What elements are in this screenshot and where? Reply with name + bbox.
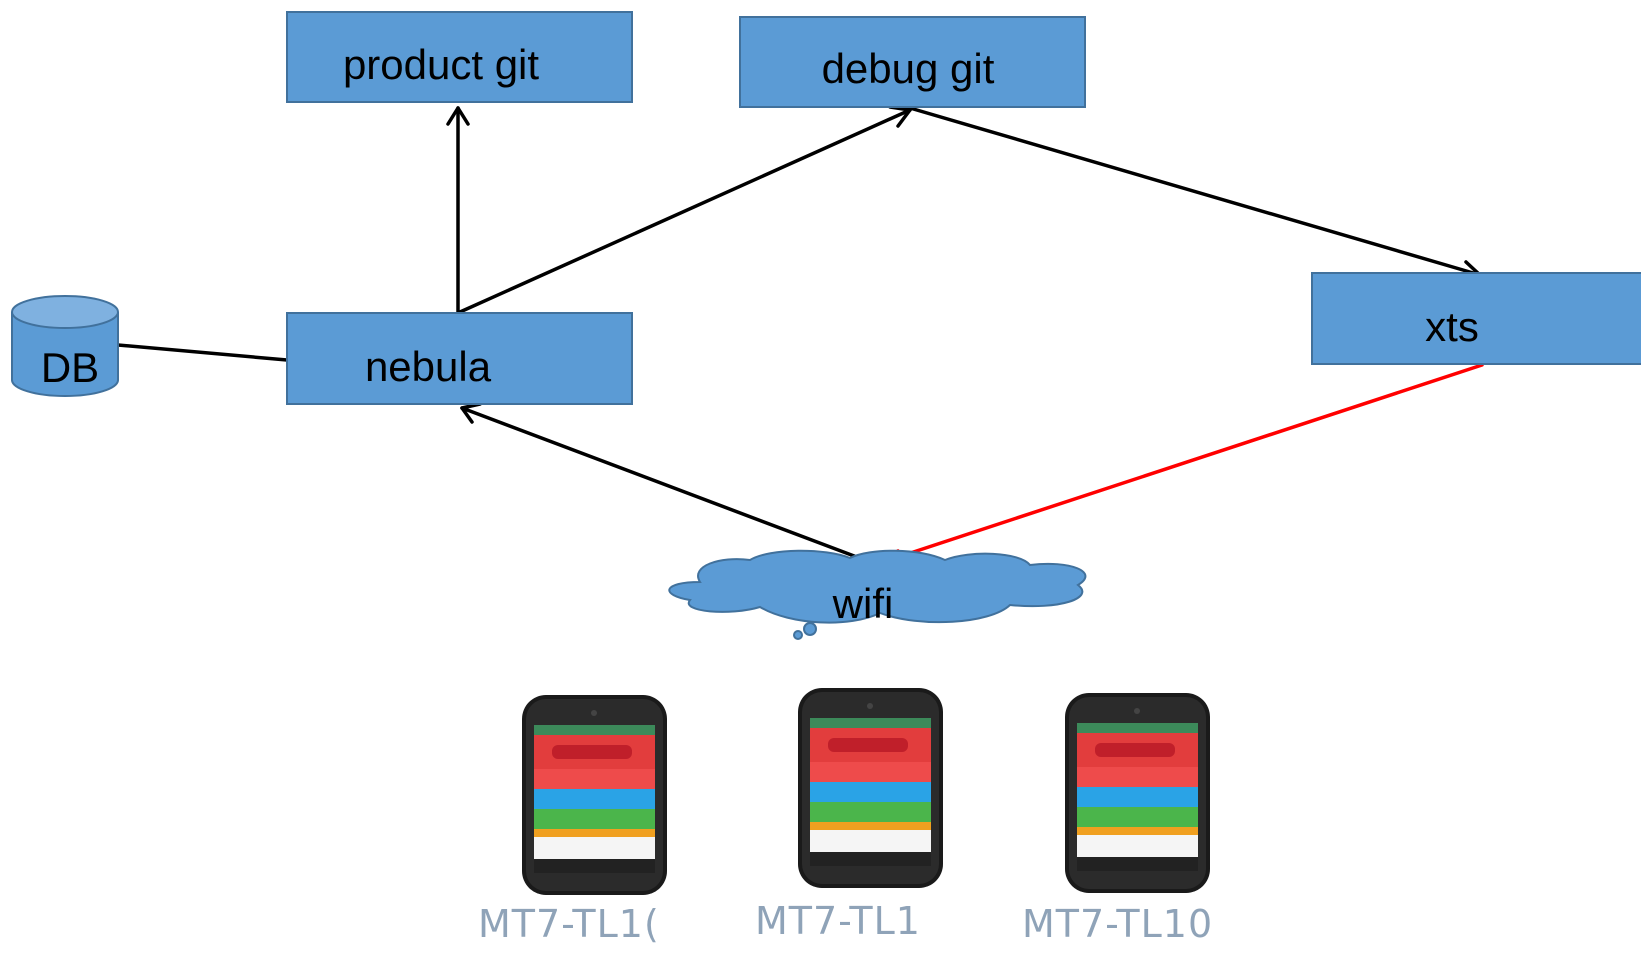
device-phone-2: MT7-TL1 bbox=[755, 688, 943, 943]
node-nebula: nebula bbox=[286, 312, 633, 405]
device-phone-1: MT7-TL1( bbox=[478, 695, 667, 946]
db-label: DB bbox=[41, 344, 99, 391]
edge-xts-to-wifi bbox=[878, 363, 1484, 569]
edge-debug-git-to-xts bbox=[908, 106, 1482, 283]
node-db: DB bbox=[11, 295, 119, 397]
edge-nebula-to-debug-git bbox=[458, 105, 912, 314]
device-phone-3: MT7-TL10 bbox=[1022, 693, 1213, 946]
edge-nebula-to-product-git bbox=[446, 106, 470, 314]
node-debug-git: debug git bbox=[739, 16, 1086, 108]
cloud-shape bbox=[668, 549, 1087, 624]
device-label-1: MT7-TL1( bbox=[478, 902, 660, 946]
phone-icon bbox=[1065, 693, 1210, 893]
nebula-label: nebula bbox=[365, 343, 492, 390]
node-wifi: wifi bbox=[668, 549, 1087, 640]
product-git-label: product git bbox=[343, 41, 539, 88]
edge-db-to-nebula bbox=[116, 343, 289, 362]
edge-wifi-to-nebula bbox=[460, 402, 880, 567]
edges bbox=[116, 105, 1484, 569]
node-product-git: product git bbox=[286, 11, 633, 103]
phone-icon bbox=[522, 695, 667, 895]
debug-git-label: debug git bbox=[822, 45, 995, 92]
wifi-label: wifi bbox=[832, 580, 894, 627]
device-label-3: MT7-TL10 bbox=[1022, 902, 1213, 946]
device-label-2: MT7-TL1 bbox=[755, 899, 921, 943]
xts-label: xts bbox=[1425, 303, 1479, 350]
phone-icon bbox=[798, 688, 943, 888]
node-xts: xts bbox=[1311, 272, 1641, 365]
